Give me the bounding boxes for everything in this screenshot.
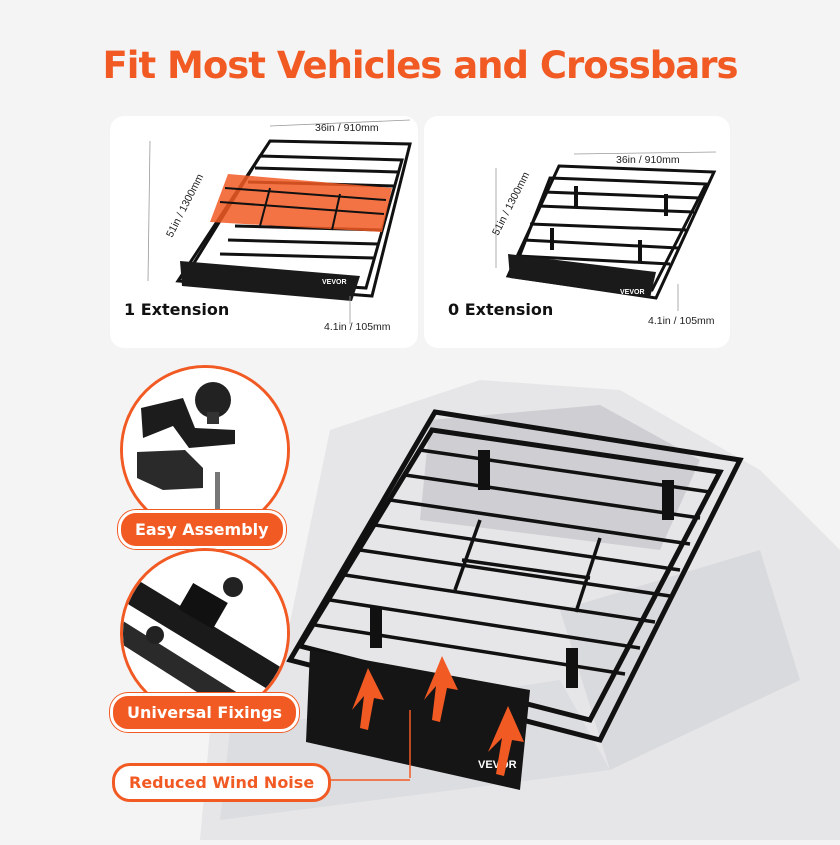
car-roof-rack-illustration: VEVOR	[179, 380, 840, 840]
reduced-wind-noise-badge: Reduced Wind Noise	[112, 763, 332, 802]
height-dimension: 4.1in / 105mm	[324, 321, 391, 333]
easy-assembly-badge: Easy Assembly	[118, 510, 286, 549]
airflow-arrow-icon	[352, 656, 524, 776]
panel-label: 1 Extension	[124, 300, 230, 319]
panel-one-extension: VEVOR 36in / 910mm 51in / 1300mm 4.1in /…	[110, 116, 418, 348]
crossbar-clamp-icon	[123, 551, 287, 715]
universal-fixings-badge: Universal Fixings	[110, 693, 299, 732]
fixings-detail-circle	[120, 548, 290, 718]
height-dimension: 4.1in / 105mm	[648, 315, 715, 327]
panel-label: 0 Extension	[448, 300, 554, 319]
width-dimension: 36in / 910mm	[616, 154, 680, 166]
main-scene: VEVOR Easy Assembly	[0, 350, 840, 840]
bracket-knob-icon	[123, 368, 287, 532]
panel-zero-extension: VEVOR 36in / 910mm 51in / 1300mm 4.1in /…	[424, 116, 730, 348]
width-dimension: 36in / 910mm	[315, 122, 379, 134]
rack-one-extension-illustration: VEVOR	[147, 119, 412, 324]
assembly-detail-circle	[120, 365, 290, 535]
headline: Fit Most Vehicles and Crossbars	[102, 44, 739, 87]
brand-badge: VEVOR	[322, 279, 347, 286]
brand-badge: VEVOR	[620, 289, 645, 296]
rack-zero-extension-illustration: VEVOR	[495, 151, 717, 311]
